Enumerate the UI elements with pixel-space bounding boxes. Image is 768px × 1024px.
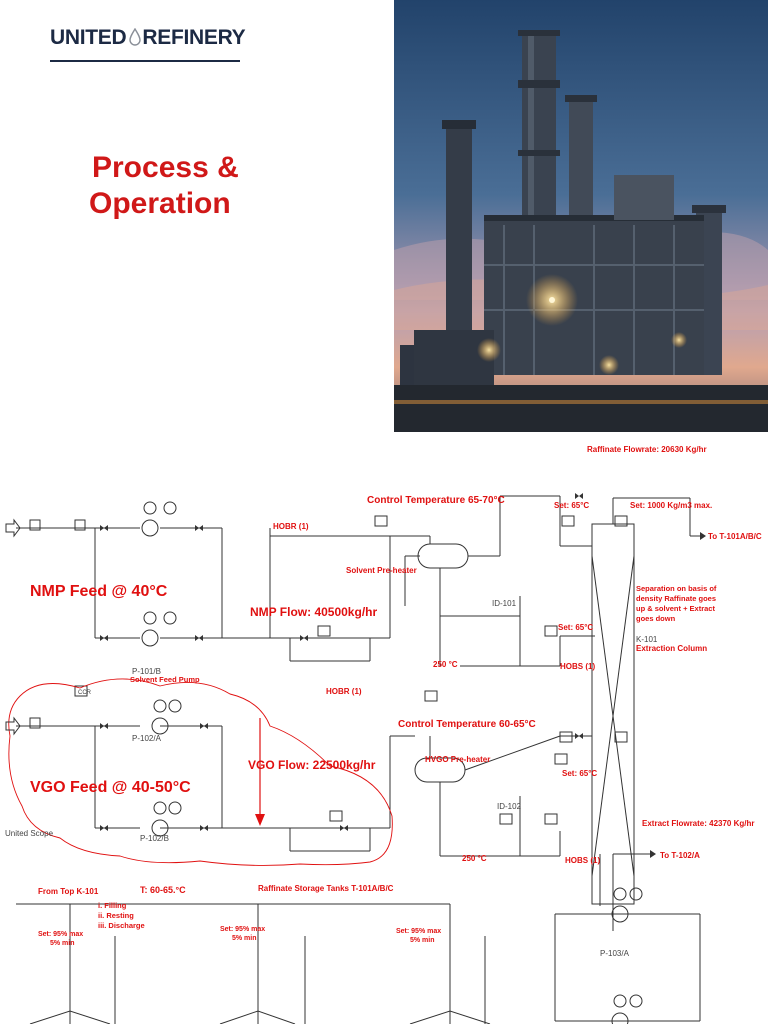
p102a-label: P-102/A — [132, 734, 162, 743]
hvgo-preheater: HVGO Pre-heater — [425, 755, 490, 764]
set-65-low: Set: 65°C — [562, 769, 597, 778]
hobs-1: HOBS (1) — [560, 662, 595, 671]
set-65-mid: Set: 65°C — [558, 623, 593, 632]
p101b-label: P-101/B — [132, 667, 161, 676]
nmp-feed: NMP Feed @ 40°C — [30, 583, 168, 600]
set95-b-1: Set: 95% max — [220, 926, 265, 933]
extract-flowrate: Extract Flowrate: 42370 Kg/hr — [642, 819, 754, 828]
set95-a-1: Set: 95% max — [38, 931, 83, 938]
set-65-top: Set: 65°C — [554, 501, 589, 510]
to-t102: To T-102/A — [660, 851, 700, 860]
p103a-label: P-103/A — [600, 949, 630, 958]
pid-diagram: Raffinate Flowrate: 20630 Kg/hr Control … — [5, 445, 762, 1024]
united-scope-label: United Scope — [5, 829, 54, 838]
hobr-1: HOBR (1) — [273, 522, 309, 531]
hobs-2: HOBS (1) — [565, 856, 600, 865]
set95-b-2: 5% min — [232, 935, 257, 942]
k101-label: K-101 — [636, 635, 658, 644]
solvent-feed-pump: Solvent Feed Pump — [130, 675, 200, 684]
separation-note-3: up & solvent + Extract — [636, 604, 715, 613]
nmp-flow: NMP Flow: 40500kg/hr — [250, 605, 377, 619]
extraction-column: Extraction Column — [636, 644, 707, 653]
refinery-photo — [394, 0, 768, 432]
temp-250-2: 250 °C — [462, 854, 487, 863]
set95-c-1: Set: 95% max — [396, 928, 441, 935]
control-temp-1: Control Temperature 65-70°C — [367, 495, 505, 506]
title-line-1: Process & — [92, 151, 239, 184]
step-3: iii. Discharge — [98, 921, 145, 930]
separation-note-4: goes down — [636, 614, 676, 623]
brand-wordmark: UNITED REFINERY — [50, 26, 246, 50]
page-title: Process & Operation — [89, 150, 239, 222]
title-line-2: Operation — [89, 187, 231, 220]
brand-right: REFINERY — [142, 26, 246, 49]
raffinate-flowrate: Raffinate Flowrate: 20630 Kg/hr — [587, 445, 707, 454]
hobr-2: HOBR (1) — [326, 687, 362, 696]
brand-rule — [50, 60, 240, 62]
id101-label: ID-101 — [492, 599, 517, 608]
from-top: From Top K-101 — [38, 887, 99, 896]
storage-tanks: Raffinate Storage Tanks T-101A/B/C — [258, 884, 394, 893]
set-density: Set: 1000 Kg/m3 max. — [630, 501, 712, 510]
brand-logo: UNITED REFINERY — [50, 22, 246, 66]
p102b-label: P-102/B — [140, 834, 169, 843]
control-temp-2: Control Temperature 60-65°C — [398, 719, 536, 730]
step-2: ii. Resting — [98, 911, 134, 920]
to-t101: To T-101A/B/C — [708, 532, 762, 541]
separation-note-2: density Raffinate goes — [636, 594, 716, 603]
set95-a-2: 5% min — [50, 940, 75, 947]
id102-label: ID-102 — [497, 802, 522, 811]
t-range: T: 60-65.°C — [140, 885, 186, 895]
droplet-icon — [129, 28, 142, 46]
temp-250-1: 250 °C — [433, 660, 458, 669]
step-1: i. Filling — [98, 901, 127, 910]
vgo-flow: VGO Flow: 22500kg/hr — [248, 758, 376, 772]
set95-c-2: 5% min — [410, 937, 435, 944]
separation-note-1: Separation on basis of — [636, 584, 717, 593]
united-scope-boundary — [8, 678, 393, 866]
ccr-label: CCR — [78, 690, 92, 696]
vgo-feed: VGO Feed @ 40-50°C — [30, 779, 191, 796]
solvent-preheater: Solvent Pre-heater — [346, 566, 417, 575]
brand-left: UNITED — [50, 26, 127, 49]
